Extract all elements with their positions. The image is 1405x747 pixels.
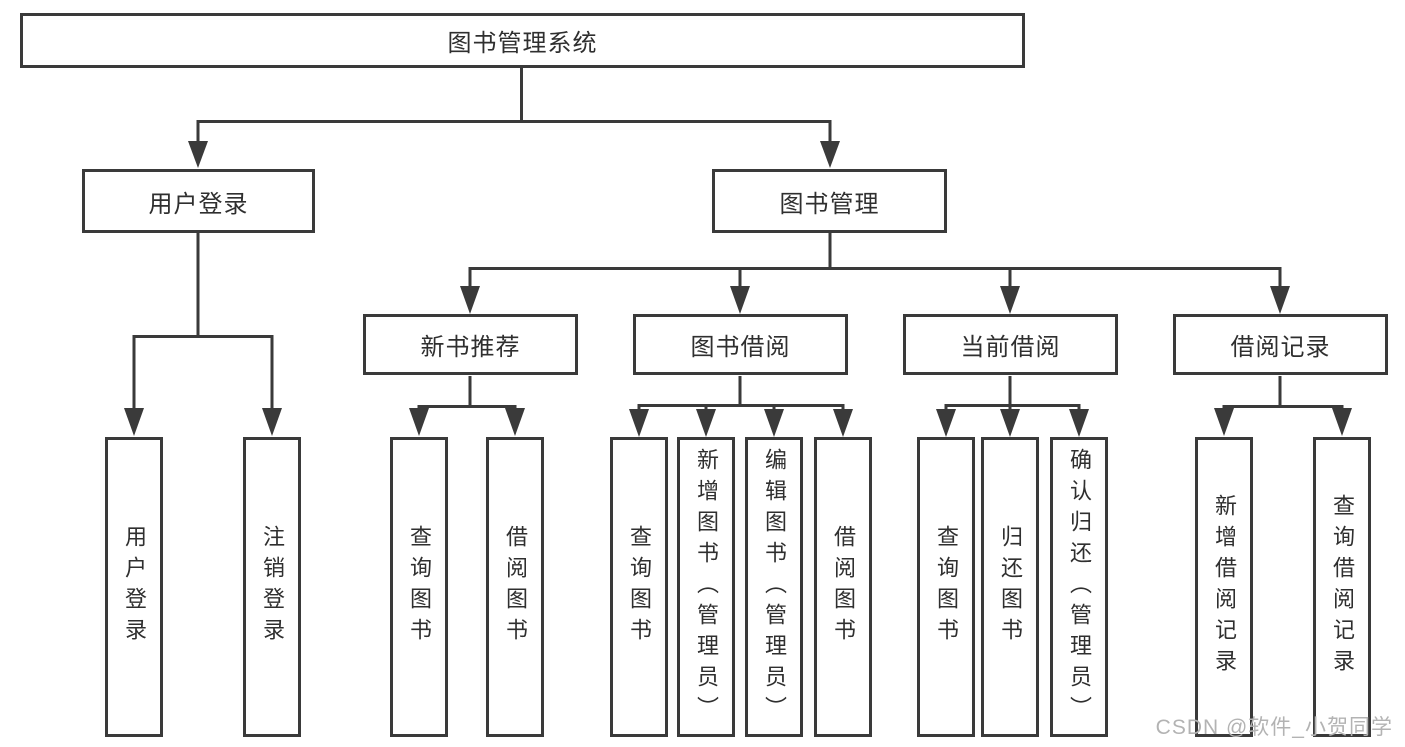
leaf-query-books-borrowing: 查询图书 bbox=[610, 437, 668, 737]
leaf-add-book-admin: 新增图书（管理员） bbox=[677, 437, 735, 737]
leaf-query-borrow-record: 查询借阅记录 bbox=[1313, 437, 1371, 737]
node-borrowing-records: 借阅记录 bbox=[1173, 314, 1388, 375]
leaf-logout: 注销登录 bbox=[243, 437, 301, 737]
arrowhead-icons bbox=[124, 141, 1352, 437]
leaf-borrow-books-recommend: 借阅图书 bbox=[486, 437, 544, 737]
csdn-watermark: CSDN @软件_小贺同学 bbox=[1155, 716, 1393, 739]
node-user-login: 用户登录 bbox=[82, 169, 315, 233]
leaf-query-books-recommend: 查询图书 bbox=[390, 437, 448, 737]
leaf-user-login: 用户登录 bbox=[105, 437, 163, 737]
leaf-confirm-return-admin: 确认归还（管理员） bbox=[1050, 437, 1108, 737]
node-book-management: 图书管理 bbox=[712, 169, 947, 233]
node-library-management-system: 图书管理系统 bbox=[20, 13, 1025, 68]
leaf-borrow-books-borrowing: 借阅图书 bbox=[814, 437, 872, 737]
leaf-return-books: 归还图书 bbox=[981, 437, 1039, 737]
leaf-add-borrow-record: 新增借阅记录 bbox=[1195, 437, 1253, 737]
leaf-edit-book-admin: 编辑图书（管理员） bbox=[745, 437, 803, 737]
node-new-book-recommend: 新书推荐 bbox=[363, 314, 578, 375]
leaf-query-books-current: 查询图书 bbox=[917, 437, 975, 737]
node-current-borrowing: 当前借阅 bbox=[903, 314, 1118, 375]
node-book-borrowing: 图书借阅 bbox=[633, 314, 848, 375]
